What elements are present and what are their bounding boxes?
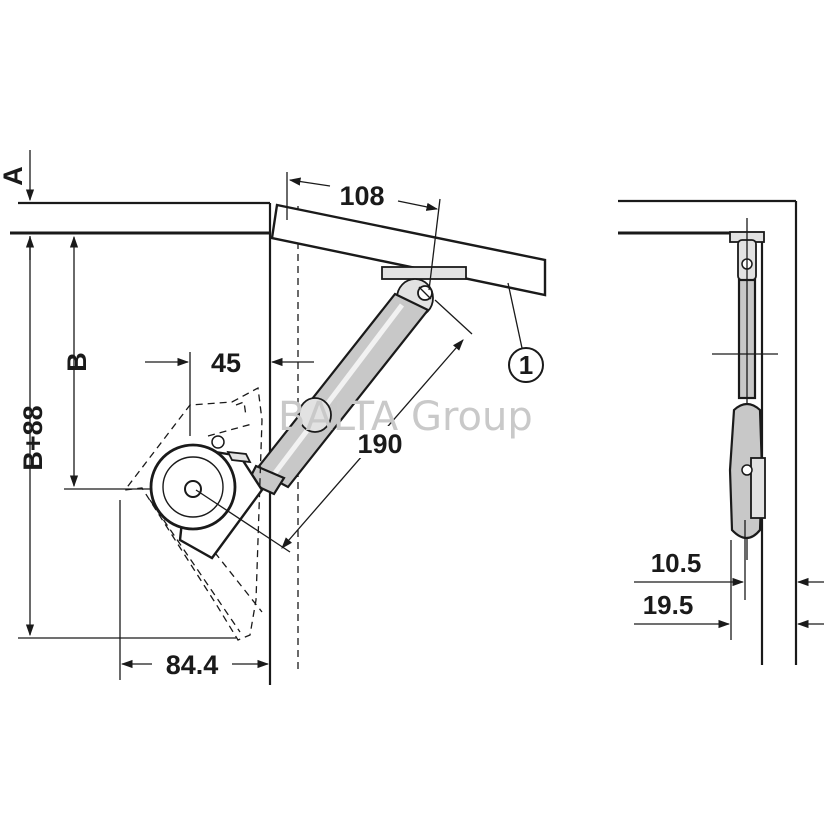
dimension-10-5: 10.5: [634, 520, 824, 600]
dimension-10-5-label: 10.5: [651, 548, 702, 578]
dimension-b-plus-88: B+88: [18, 235, 236, 639]
lid-stay-arm: [246, 278, 434, 496]
dimension-b-label: B: [62, 352, 92, 372]
opened-flap: [270, 203, 547, 297]
dimension-a: A: [0, 150, 35, 260]
dimension-190-label: 190: [357, 429, 402, 459]
dimension-b-plus-88-label: B+88: [18, 405, 48, 470]
mechanism-housing: [149, 435, 264, 560]
dimension-84-4-label: 84.4: [166, 650, 219, 680]
dimension-b: B: [62, 235, 150, 490]
dimension-19-5-label: 19.5: [643, 590, 694, 620]
dimension-190: 190: [195, 299, 473, 553]
lid-stay-front: [712, 218, 778, 560]
flap-mounting-plate: [381, 266, 467, 280]
dimension-19-5: 19.5: [634, 540, 824, 640]
watermark: BALTA Group: [278, 394, 533, 440]
callout-1: 1: [507, 282, 544, 383]
dimension-108-label: 108: [339, 181, 384, 211]
dimension-45-label: 45: [211, 348, 241, 378]
dimension-84-4: 84.4: [119, 500, 270, 680]
callout-1-label: 1: [519, 350, 533, 380]
dimension-108: 108: [286, 172, 441, 291]
housing-pivot-screw: [184, 480, 202, 498]
dimension-a-label: A: [0, 166, 28, 186]
cabinet-side-view: [10, 201, 299, 685]
